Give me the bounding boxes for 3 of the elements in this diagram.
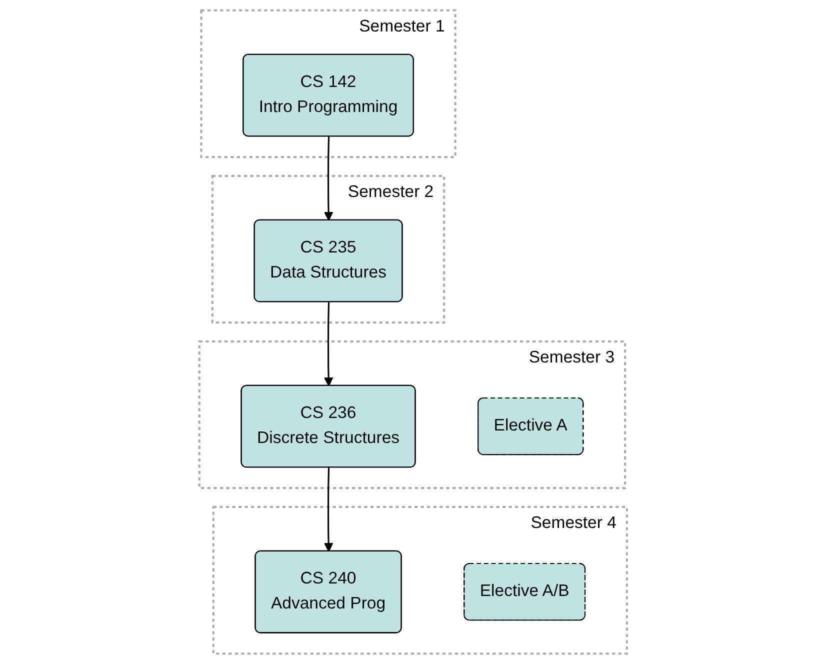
arrow — [324, 302, 334, 386]
arrow — [324, 136, 334, 221]
arrow — [324, 468, 334, 552]
